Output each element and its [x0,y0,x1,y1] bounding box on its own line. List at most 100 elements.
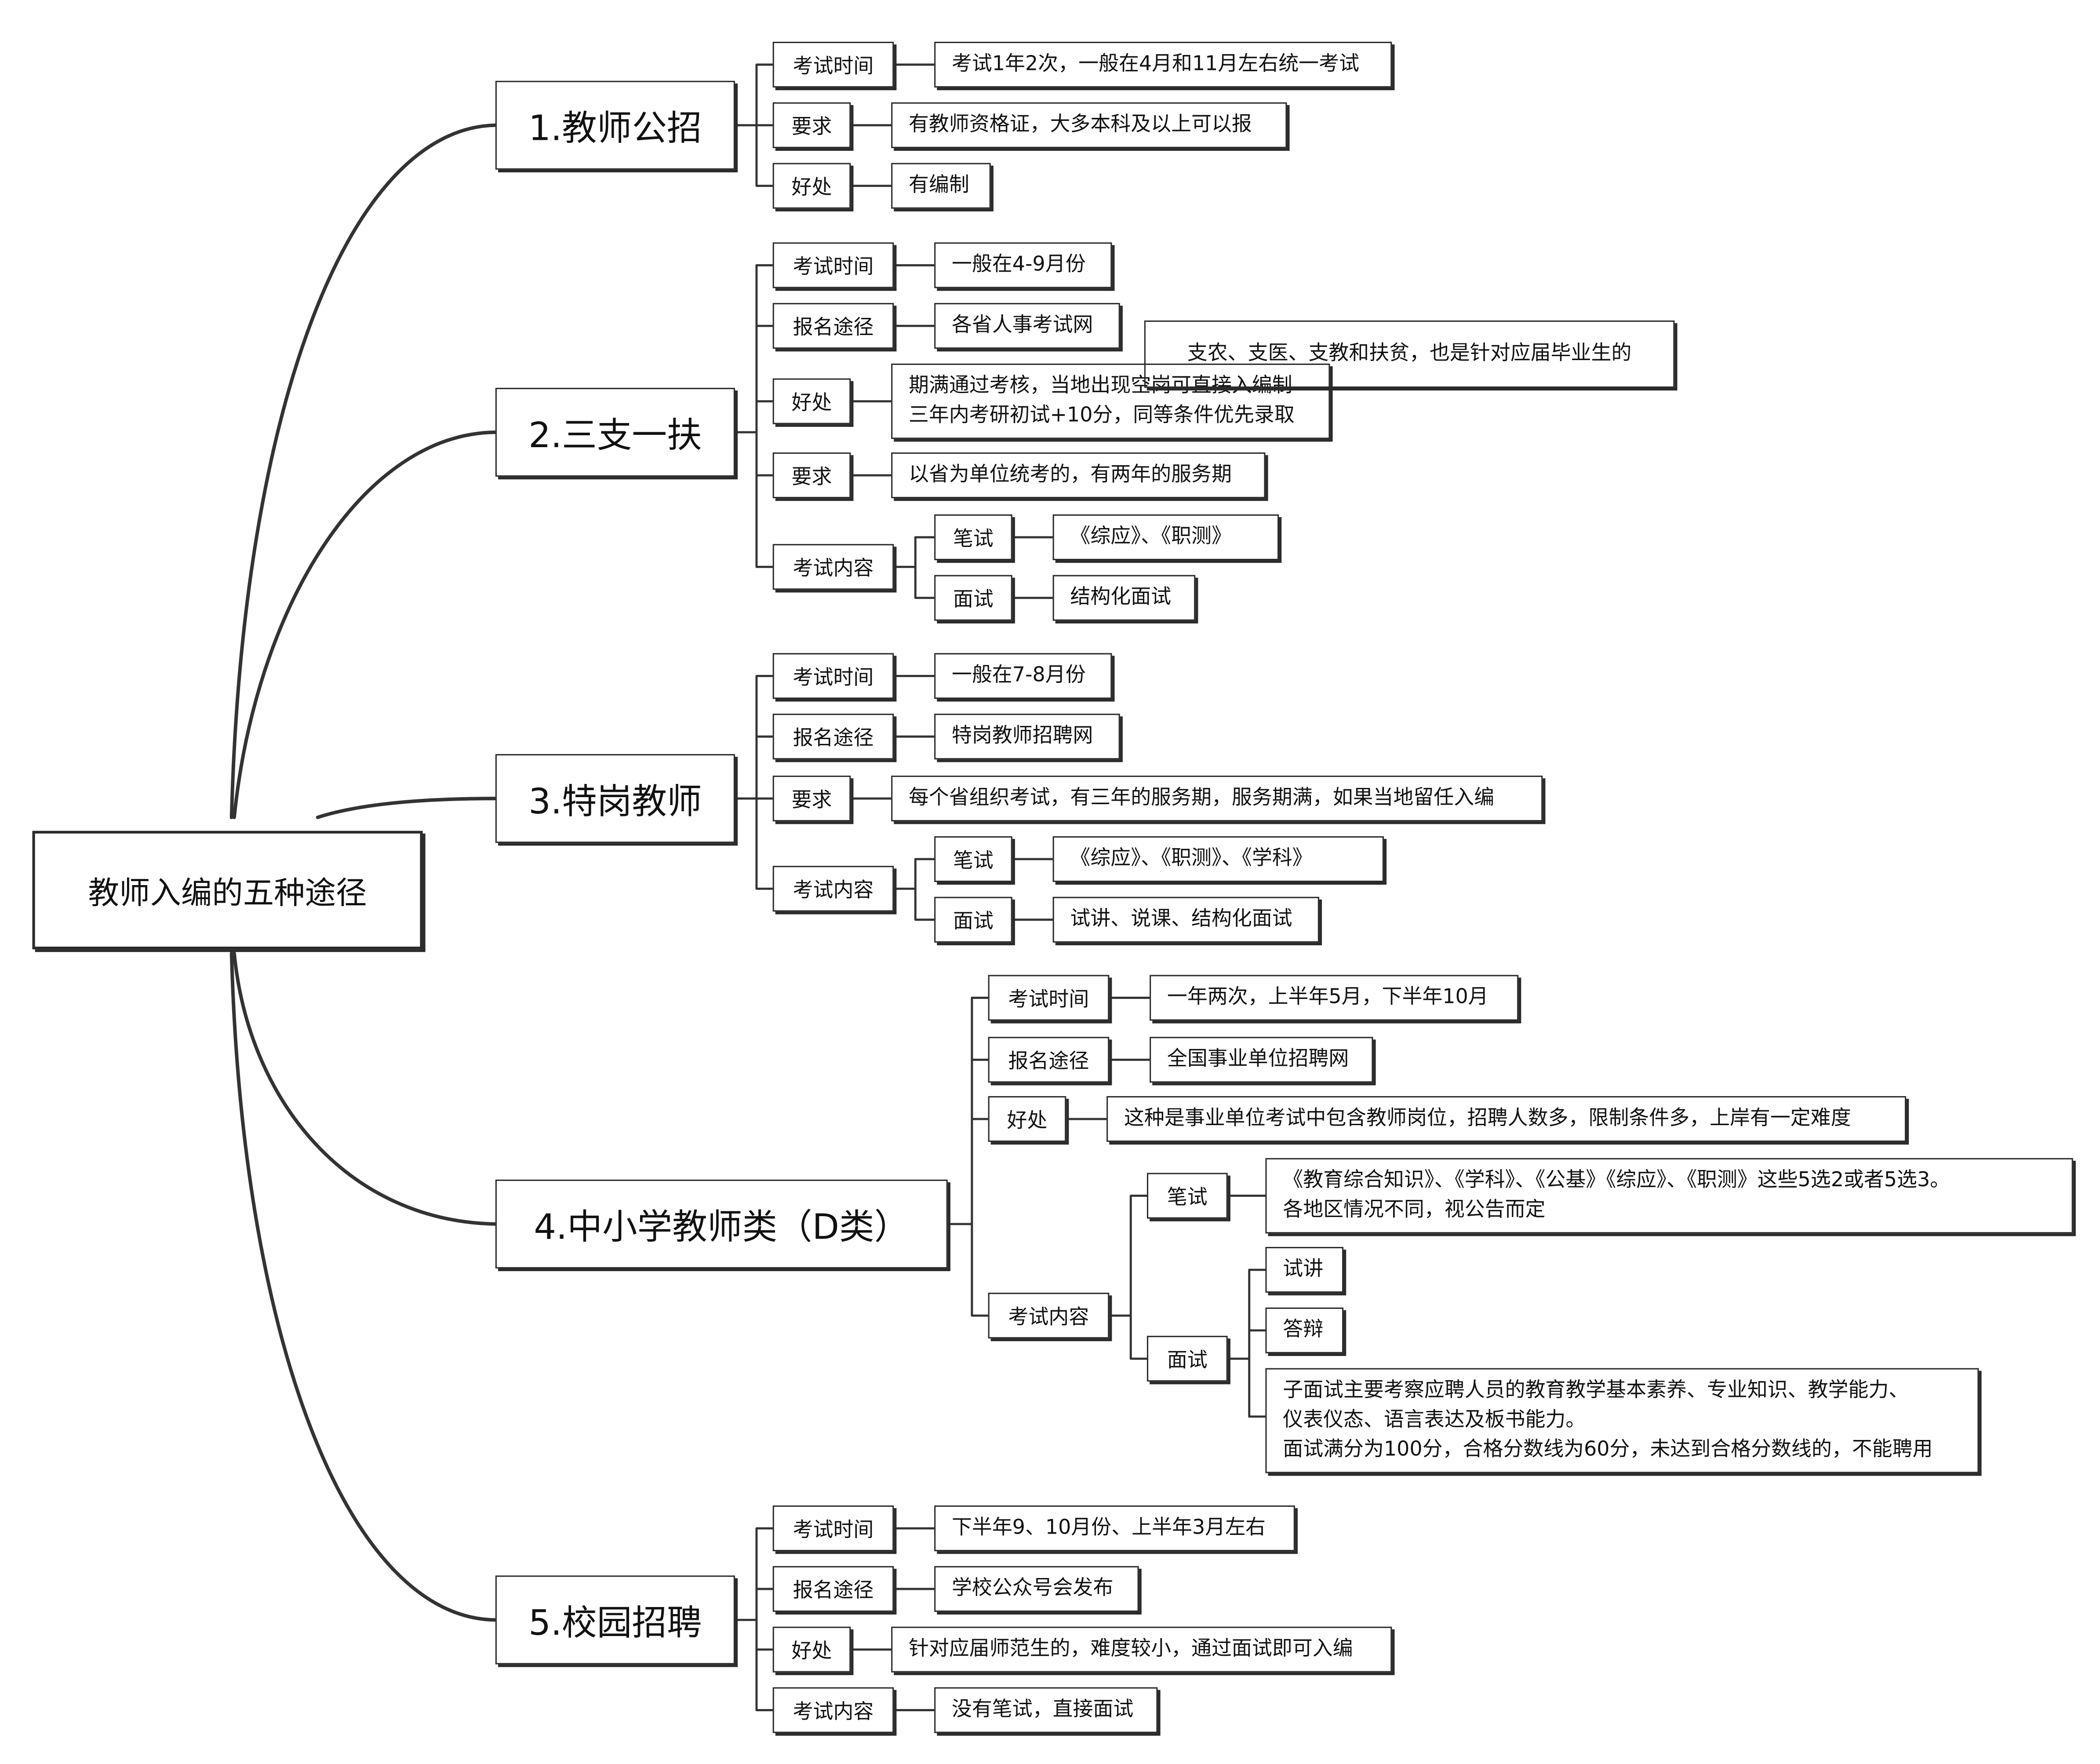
b3-item3-value: 每个省组织考试，有三年的服务期，服务期满，如果当地留任入编 [908,785,1495,810]
b4-item3-label: 好处 [1007,1107,1048,1132]
b4-interview-value3-box[interactable]: 子面试主要考察应聘人员的教育教学基本素养、专业知识、教学能力、 仪表仪态、语言表… [1265,1368,1979,1473]
b2-item3-value-box[interactable]: 期满通过考核，当地出现空岗可直接入编制 三年内考研初试+10分，同等条件优先录取 [891,363,1330,439]
b2-note-box[interactable]: 支农、支医、支教和扶贫，也是针对应届毕业生的 [1144,320,1675,388]
b4-item1-label-box[interactable]: 考试时间 [988,975,1110,1021]
b4-item1-value-box[interactable]: 一年两次，上半年5月，下半年10月 [1150,975,1519,1021]
branch-3-topic[interactable]: 3.特岗教师 [495,754,735,843]
branch-1-topic[interactable]: 1.教师公招 [495,80,735,170]
b2-item5-label: 考试内容 [793,555,874,580]
b2-interview-value: 结构化面试 [1070,584,1172,609]
branch-4-topic[interactable]: 4.中小学教师类（D类） [495,1179,948,1268]
b1-item2-label-box[interactable]: 要求 [772,102,851,148]
b1-item1-label-box[interactable]: 考试时间 [772,41,894,88]
b4-item1-value: 一年两次，上半年5月，下半年10月 [1167,984,1489,1009]
b4-written-label: 笔试 [1167,1184,1208,1209]
b2-item2-label-box[interactable]: 报名途径 [772,303,894,349]
b3-interview-label-box[interactable]: 面试 [934,897,1012,943]
b3-item1-label-box[interactable]: 考试时间 [772,653,894,699]
b2-item2-label: 报名途径 [793,314,874,339]
b5-item3-value-box[interactable]: 针对应届师范生的，难度较小，通过面试即可入编 [891,1626,1392,1673]
b5-item2-label: 报名途径 [793,1577,874,1602]
b5-item1-value-box[interactable]: 下半年9、10月份、上半年3月左右 [934,1505,1295,1552]
root-topic[interactable]: 教师入编的五种途径 [32,831,423,950]
b5-item4-label: 考试内容 [793,1698,874,1723]
b2-item4-value-box[interactable]: 以省为单位统考的，有两年的服务期 [891,452,1266,499]
connector-b3-trunk [735,674,1054,921]
b3-item4-label-box[interactable]: 考试内容 [772,866,894,912]
b5-item3-label: 好处 [791,1638,832,1662]
b4-item2-label-box[interactable]: 报名途径 [988,1037,1110,1083]
b3-item3-value-box[interactable]: 每个省组织考试，有三年的服务期，服务期满，如果当地留任入编 [891,776,1543,822]
b4-item2-value-box[interactable]: 全国事业单位招聘网 [1150,1037,1373,1083]
b1-item3-value-box[interactable]: 有编制 [891,163,991,209]
b4-item3-value-box[interactable]: 这种是事业单位考试中包含教师岗位，招聘人数多，限制条件多，上岸有一定难度 [1106,1096,1907,1142]
b2-item4-value: 以省为单位统考的，有两年的服务期 [908,462,1232,486]
b4-written-label-box[interactable]: 笔试 [1146,1173,1228,1219]
b1-item1-value: 考试1年2次，一般在4月和11月左右统一考试 [951,51,1359,76]
b1-item3-value: 有编制 [908,172,969,197]
b4-interview-value2-box[interactable]: 答辩 [1265,1307,1344,1353]
b5-item4-value: 没有笔试，直接面试 [951,1697,1134,1721]
b5-item1-label-box[interactable]: 考试时间 [772,1505,894,1552]
b2-interview-value-box[interactable]: 结构化面试 [1052,575,1196,621]
b4-written-value-box[interactable]: 《教育综合知识》、《学科》、《公基》《综应》、《职测》这些5选2或者5选3。 各… [1265,1158,2073,1234]
b5-item4-label-box[interactable]: 考试内容 [772,1687,894,1733]
connector-b1-trunk [735,63,935,187]
b1-item1-value-box[interactable]: 考试1年2次，一般在4月和11月左右统一考试 [934,41,1392,88]
b5-item4-value-box[interactable]: 没有笔试，直接面试 [934,1687,1158,1733]
b5-item2-value: 学校公众号会发布 [951,1575,1114,1600]
b4-item4-label: 考试内容 [1008,1304,1089,1329]
b2-item1-label-box[interactable]: 考试时间 [772,242,894,288]
connector-root-b2 [232,430,497,819]
b4-interview-value3: 子面试主要考察应聘人员的教育教学基本素养、专业知识、教学能力、 仪表仪态、语言表… [1283,1378,1933,1461]
b3-item2-value-box[interactable]: 特岗教师招聘网 [934,714,1120,760]
b4-interview-value1-box[interactable]: 试讲 [1265,1246,1344,1293]
b2-item1-value: 一般在4-9月份 [951,252,1086,277]
b5-item1-value: 下半年9、10月份、上半年3月左右 [951,1515,1266,1539]
b3-written-value-box[interactable]: 《综应》、《职测》、《学科》 [1052,836,1384,882]
branch-5-topic[interactable]: 5.校园招聘 [495,1575,735,1665]
b1-item2-value-box[interactable]: 有教师资格证，大多本科及以上可以报 [891,102,1287,148]
b3-item3-label: 要求 [791,787,832,812]
b3-item1-value: 一般在7-8月份 [951,663,1086,687]
b4-interview-value2: 答辩 [1283,1317,1324,1341]
b2-written-value-box[interactable]: 《综应》、《职测》 [1052,514,1279,561]
b2-item4-label-box[interactable]: 要求 [772,452,851,499]
b3-item2-label-box[interactable]: 报名途径 [772,714,894,760]
b4-item4-label-box[interactable]: 考试内容 [988,1293,1110,1339]
b2-item3-label-box[interactable]: 好处 [772,378,851,424]
b2-interview-label-box[interactable]: 面试 [934,575,1012,621]
connector-b5-trunk [735,1527,935,1711]
b3-item1-label: 考试时间 [793,664,874,689]
branch-4-title: 4.中小学教师类（D类） [534,1207,910,1248]
b2-item1-label: 考试时间 [793,254,874,278]
branch-2-title: 2.三支一扶 [528,415,702,456]
b5-item1-label: 考试时间 [793,1517,874,1542]
b3-item2-value: 特岗教师招聘网 [951,723,1093,748]
b2-written-value: 《综应》、《职测》 [1070,524,1232,548]
connector-root-b3 [316,797,497,819]
b2-written-label-box[interactable]: 笔试 [934,514,1012,561]
b1-item2-value: 有教师资格证，大多本科及以上可以报 [908,112,1252,136]
branch-2-topic[interactable]: 2.三支一扶 [495,388,735,477]
b3-interview-value-box[interactable]: 试讲、说课、结构化面试 [1052,897,1319,943]
b1-item3-label-box[interactable]: 好处 [772,163,851,209]
b4-interview-label-box[interactable]: 面试 [1146,1336,1228,1382]
b3-item4-label: 考试内容 [793,877,874,902]
b2-item2-value-box[interactable]: 各省人事考试网 [934,303,1120,349]
b2-item1-value-box[interactable]: 一般在4-9月份 [934,242,1112,288]
b3-written-label-box[interactable]: 笔试 [934,836,1012,882]
b2-interview-label: 面试 [953,586,994,611]
b5-item2-value-box[interactable]: 学校公众号会发布 [934,1566,1139,1612]
b1-item1-label: 考试时间 [793,53,874,78]
b5-item2-label-box[interactable]: 报名途径 [772,1566,894,1612]
b2-item5-label-box[interactable]: 考试内容 [772,544,894,590]
b3-item3-label-box[interactable]: 要求 [772,776,851,822]
b5-item3-label-box[interactable]: 好处 [772,1626,851,1673]
b4-item2-value: 全国事业单位招聘网 [1167,1046,1349,1071]
b4-item3-label-box[interactable]: 好处 [988,1096,1066,1142]
b4-item1-label: 考试时间 [1008,986,1089,1011]
connector-b4-trunk [948,996,1267,1418]
b3-item1-value-box[interactable]: 一般在7-8月份 [934,653,1112,699]
